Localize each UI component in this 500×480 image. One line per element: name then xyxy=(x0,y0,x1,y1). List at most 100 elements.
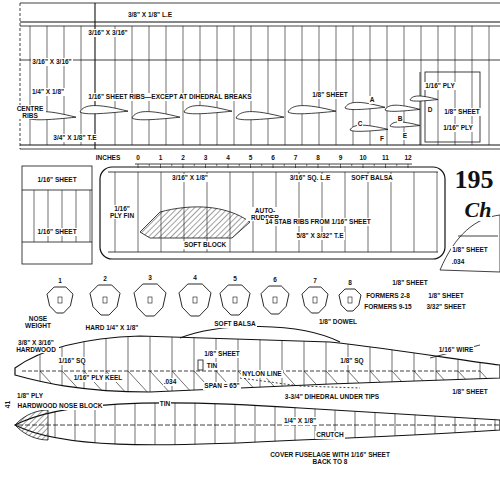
part-label: 1/8" SHEET xyxy=(451,246,489,253)
plan-title: 195 xyxy=(455,167,494,193)
stab-rib xyxy=(345,172,346,252)
ruler-tick xyxy=(239,164,240,166)
former-outline xyxy=(90,285,120,315)
crutch-spacer xyxy=(255,398,256,452)
stab-rib xyxy=(230,172,231,252)
former-outline xyxy=(179,284,211,316)
ruler-tick xyxy=(396,164,397,166)
wing-rib xyxy=(489,26,490,145)
wing-rib xyxy=(132,26,133,145)
wing-rib xyxy=(200,26,201,145)
crutch-spacer xyxy=(135,398,136,452)
part-label: 1/16" PLY xyxy=(442,124,474,131)
rib-template xyxy=(132,112,180,120)
spar xyxy=(20,60,500,61)
part-label: 1/8" SHEET xyxy=(443,108,481,115)
stab-rib xyxy=(184,172,185,252)
ruler-tick xyxy=(295,164,296,168)
stab-rib xyxy=(299,172,300,252)
wing-pylon xyxy=(180,326,340,342)
crutch-notch xyxy=(148,297,152,303)
part-label: D xyxy=(427,106,434,113)
crutch-spacer xyxy=(395,398,396,452)
crutch-spacer xyxy=(175,398,176,452)
rib-template xyxy=(345,102,385,109)
part-label: .034 xyxy=(163,378,178,385)
crutch-spacer xyxy=(435,398,436,452)
wing-rib xyxy=(234,26,235,145)
wing-rib xyxy=(30,26,31,145)
crutch-spacer xyxy=(495,398,496,452)
part-label: 1/8" SHEET xyxy=(427,292,465,299)
part-label: SOFT BALSA xyxy=(350,174,394,181)
wing-tip-plan xyxy=(22,166,92,264)
ruler-tick xyxy=(329,164,330,166)
part-label: 1/4" X 1/8" xyxy=(283,417,317,424)
ruler-tick xyxy=(250,164,251,168)
callout-number: 8 xyxy=(347,279,353,286)
wing-rib xyxy=(183,26,184,145)
ruler-tick xyxy=(408,164,409,168)
scale-number: 5 xyxy=(248,154,254,161)
callout-number: 2 xyxy=(102,275,108,282)
part-label: 3-3/4" DIHEDRAL UNDER TIPS xyxy=(284,393,380,400)
fuselage-former xyxy=(458,330,459,395)
scale-number: 4 xyxy=(225,154,231,161)
scale-number: 7 xyxy=(293,154,299,161)
crutch-spacer xyxy=(315,398,316,452)
crutch-spacer xyxy=(415,398,416,452)
fuselage-diagonal xyxy=(414,371,436,395)
part-label: 1/8" SHEET xyxy=(311,91,349,98)
fuselage-former xyxy=(128,330,129,395)
callout-number: 6 xyxy=(272,276,278,283)
auto-rudder-fin xyxy=(140,207,250,238)
fuselage-former xyxy=(480,330,481,395)
crutch-notch xyxy=(193,297,197,303)
fuselage-former xyxy=(414,330,415,395)
ruler-tick xyxy=(340,164,341,168)
rib-template xyxy=(80,106,128,114)
crutch-spacer xyxy=(295,398,296,452)
part-label: TIN xyxy=(206,362,218,369)
scale-number: 6 xyxy=(270,154,276,161)
fuselage-diagonal xyxy=(392,371,414,395)
stab-rib xyxy=(161,172,162,252)
wing-tip-plan xyxy=(22,242,92,243)
ruler-tick xyxy=(194,164,195,166)
wing-rib xyxy=(421,26,422,145)
part-label: 1/8" SHEET xyxy=(451,388,489,395)
crutch-notch xyxy=(58,297,62,303)
part-label: B xyxy=(397,115,404,122)
fuselage-diagonal xyxy=(304,371,326,395)
part-label: HARD 1/4" X 1/8" xyxy=(85,324,140,331)
part-label: FORMERS 2-8 xyxy=(365,292,411,299)
ruler-tick xyxy=(205,164,206,168)
fuselage-diagonal xyxy=(40,371,62,395)
crutch-notch xyxy=(348,297,352,303)
part-label: 3/16" SQ. L.E xyxy=(289,174,332,181)
fuselage-diagonal xyxy=(282,371,304,395)
tin-tab xyxy=(198,360,203,370)
ruler-tick xyxy=(138,164,139,168)
part-label: 1/16" PLY KEEL xyxy=(73,374,124,381)
rib-template xyxy=(184,106,232,114)
scale-number: 0 xyxy=(135,154,141,161)
former-outline xyxy=(134,284,166,316)
nose-block xyxy=(15,410,48,440)
part-label: 3/8" X 3/16" HARDWOOD xyxy=(13,339,59,353)
fuselage-diagonal xyxy=(128,371,150,395)
crutch-spacer xyxy=(455,398,456,452)
wing-rib xyxy=(302,26,303,145)
crutch-notch xyxy=(233,297,237,303)
part-label: 3/4" X 1/8" T.E xyxy=(52,134,97,141)
ruler-tick xyxy=(149,164,150,166)
part-label: NYLON LINE xyxy=(241,370,282,377)
fuselage-former xyxy=(326,330,327,395)
ruler-tick xyxy=(183,164,184,168)
part-label: F xyxy=(379,135,385,142)
fuselage-former xyxy=(150,330,151,395)
ruler-tick xyxy=(374,164,375,166)
ruler-tick xyxy=(216,164,217,166)
crutch-spacer xyxy=(355,398,356,452)
wing-rib xyxy=(251,26,252,145)
